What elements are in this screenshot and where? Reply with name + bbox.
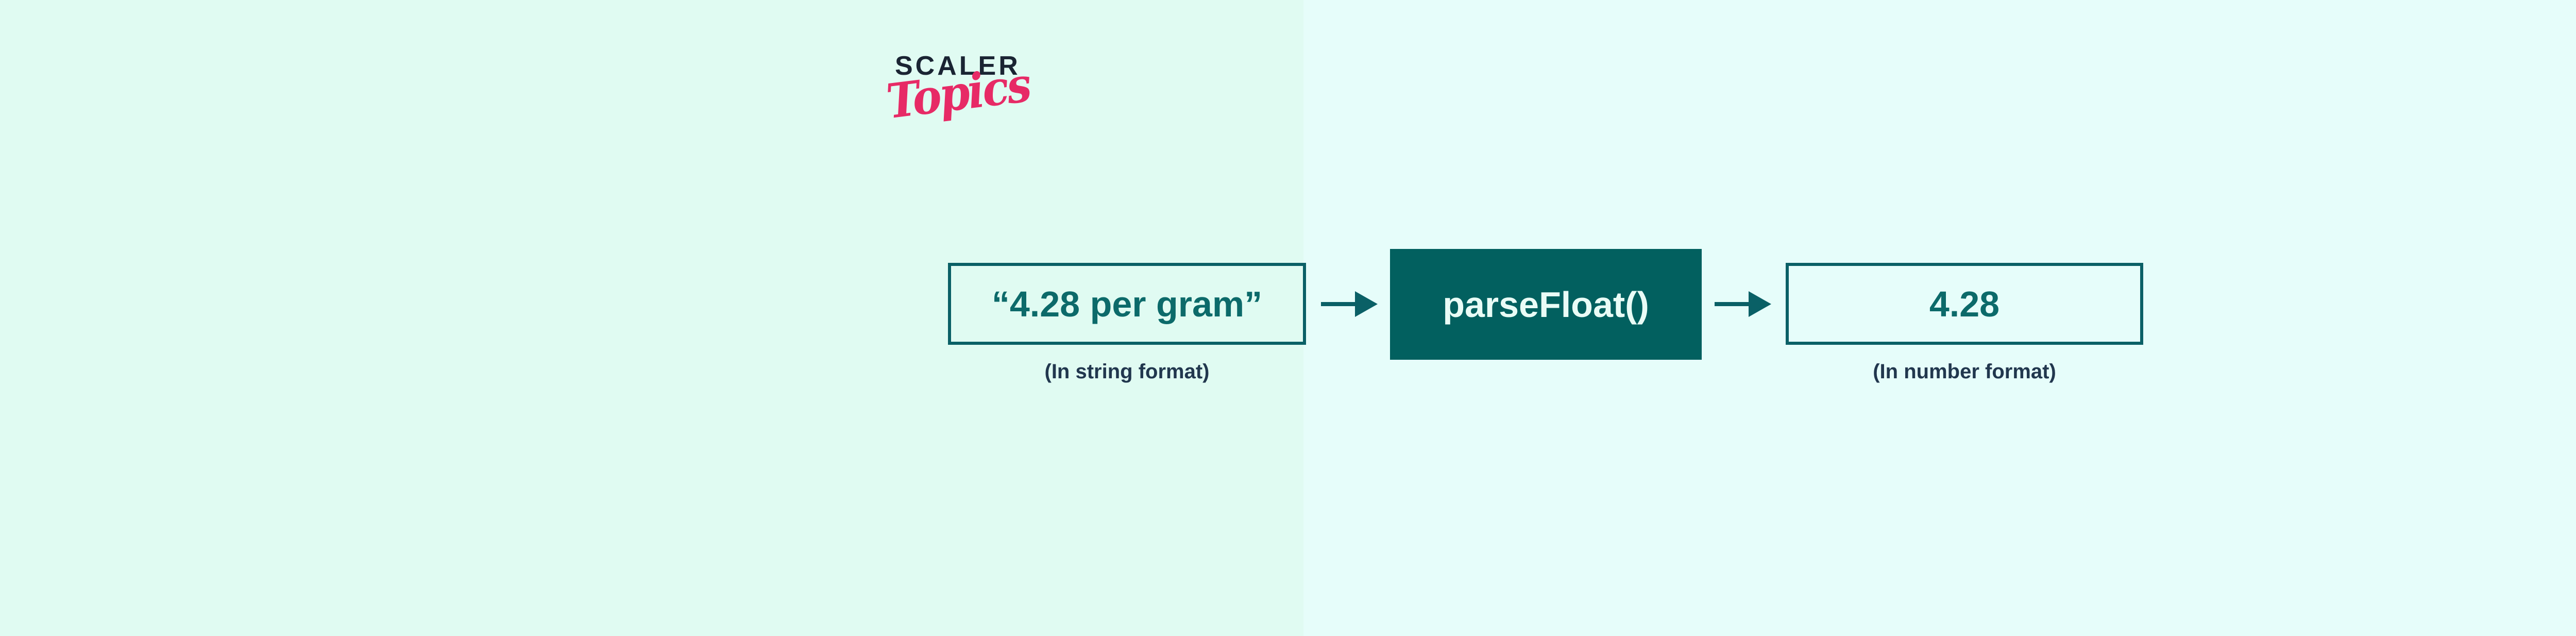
logo-brand-text: SCALER [895,51,1021,81]
arrow-right-icon [1715,291,1771,317]
string-value-text: “4.28 per gram” [991,283,1263,324]
string-value-box: “4.28 per gram” [948,263,1306,345]
background-left-band [0,0,1303,636]
number-value-text: 4.28 [1929,283,2000,324]
number-format-caption: (In number format) [1873,360,2056,383]
number-value-box: 4.28 [1786,263,2143,345]
parsefloat-function-box: parseFloat() [1390,249,1702,360]
string-format-caption: (In string format) [1044,360,1210,383]
scaler-topics-logo: SCALER Topics [884,47,1048,156]
parsefloat-function-text: parseFloat() [1443,284,1649,325]
arrow-right-icon [1321,291,1378,317]
